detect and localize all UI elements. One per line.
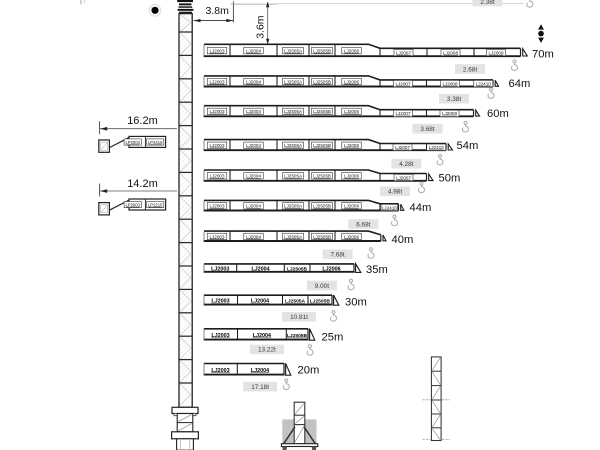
svg-text:LJ2003: LJ2003 — [209, 204, 225, 209]
svg-text:LJ2007: LJ2007 — [396, 175, 412, 180]
svg-text:70m: 70m — [532, 48, 554, 60]
svg-text:LJ2008: LJ2008 — [442, 81, 458, 86]
svg-text:LJ2003: LJ2003 — [211, 368, 229, 374]
svg-text:LJ2003: LJ2003 — [209, 109, 225, 114]
svg-text:LJ2003: LJ2003 — [209, 143, 225, 148]
svg-text:LP2003: LP2003 — [125, 140, 140, 145]
svg-text:LJ2004: LJ2004 — [246, 174, 262, 179]
svg-text:LJ2006: LJ2006 — [344, 109, 360, 114]
svg-text:LJ2007: LJ2007 — [395, 81, 411, 86]
svg-text:LJ2003: LJ2003 — [211, 267, 229, 273]
svg-text:30m: 30m — [345, 297, 367, 309]
svg-text:LJ2004: LJ2004 — [246, 79, 262, 84]
svg-text:LJ2006: LJ2006 — [322, 267, 340, 273]
svg-text:60m: 60m — [487, 108, 509, 120]
svg-text:LJ2004: LJ2004 — [246, 143, 262, 148]
svg-text:LJ2006: LJ2006 — [344, 143, 360, 148]
svg-text:6.68t: 6.68t — [356, 221, 370, 228]
svg-text:LJ2505A: LJ2505A — [284, 174, 303, 179]
svg-text:LJ2008: LJ2008 — [443, 50, 459, 55]
svg-text:LJ2006: LJ2006 — [344, 204, 360, 209]
svg-text:LJ2007: LJ2007 — [396, 50, 412, 55]
svg-text:LJ2004: LJ2004 — [246, 234, 262, 239]
svg-text:40m: 40m — [392, 234, 414, 246]
svg-text:LJ2006: LJ2006 — [344, 174, 360, 179]
svg-text:4.28t: 4.28t — [399, 161, 413, 168]
svg-text:LJ2003: LJ2003 — [209, 48, 225, 53]
svg-text:LJ2505A: LJ2505A — [284, 79, 303, 84]
svg-text:LJ2006: LJ2006 — [344, 48, 360, 53]
svg-text:44m: 44m — [410, 202, 432, 214]
svg-text:9.00t: 9.00t — [315, 283, 329, 290]
svg-text:LJ2505B: LJ2505B — [287, 333, 308, 339]
svg-text:LJ2008: LJ2008 — [442, 111, 458, 116]
svg-text:LJ2410: LJ2410 — [476, 81, 492, 86]
svg-text:2.68t: 2.68t — [463, 66, 477, 73]
svg-text:20m: 20m — [298, 365, 320, 377]
svg-text:LJ2505B: LJ2505B — [313, 204, 331, 209]
svg-text:LJ2007: LJ2007 — [395, 145, 411, 150]
svg-text:4.98t: 4.98t — [388, 189, 402, 196]
svg-text:LJ2505B: LJ2505B — [310, 299, 331, 305]
svg-text:LJ2505A: LJ2505A — [284, 204, 303, 209]
svg-text:LJ2003: LJ2003 — [211, 333, 229, 339]
svg-text:LJ2003: LJ2003 — [209, 174, 225, 179]
svg-text:16.2m: 16.2m — [127, 115, 158, 127]
svg-text:54m: 54m — [457, 140, 479, 152]
svg-text:LP2416: LP2416 — [148, 140, 163, 145]
svg-text:LJ2003: LJ2003 — [211, 299, 229, 305]
svg-text:LJ2505A: LJ2505A — [284, 109, 303, 114]
svg-text:64m: 64m — [509, 78, 531, 90]
svg-text:35m: 35m — [366, 264, 388, 276]
svg-text:LJ2004: LJ2004 — [251, 299, 269, 305]
svg-text:LJ2505B: LJ2505B — [313, 234, 331, 239]
svg-text:25m: 25m — [322, 332, 344, 344]
svg-text:LJ2004: LJ2004 — [246, 48, 262, 53]
svg-text:LJ2004: LJ2004 — [246, 204, 262, 209]
svg-text:LJ2009: LJ2009 — [488, 50, 504, 55]
svg-text:LJ2505B: LJ2505B — [313, 79, 331, 84]
svg-text:50m: 50m — [439, 172, 461, 184]
svg-text:LJ2004: LJ2004 — [253, 333, 271, 339]
svg-text:LJ2505A: LJ2505A — [284, 143, 303, 148]
svg-text:LJ2004: LJ2004 — [251, 368, 269, 374]
svg-text:LJ2003: LJ2003 — [209, 234, 225, 239]
svg-text:LJ2505B: LJ2505B — [313, 143, 331, 148]
svg-text:2.38t: 2.38t — [480, 0, 494, 6]
svg-text:3.38t: 3.38t — [447, 96, 461, 103]
svg-text:LJ2004: LJ2004 — [246, 109, 262, 114]
svg-text:LP2003: LP2003 — [125, 202, 140, 207]
svg-text:LJ2505A: LJ2505A — [285, 299, 306, 305]
svg-text:LJ2006: LJ2006 — [344, 234, 360, 239]
svg-text:LJ2003: LJ2003 — [209, 79, 225, 84]
svg-text:LJ2410: LJ2410 — [382, 205, 398, 210]
svg-text:3.8m: 3.8m — [206, 5, 230, 17]
svg-text:7.68t: 7.68t — [330, 252, 344, 259]
svg-text:LJ2505B: LJ2505B — [287, 267, 308, 273]
svg-text:LJ2007: LJ2007 — [395, 111, 411, 116]
svg-text:10.81t: 10.81t — [290, 314, 308, 321]
svg-text:LP2215: LP2215 — [148, 202, 163, 207]
svg-text:LJ2505B: LJ2505B — [313, 48, 331, 53]
svg-text:LJ2505A: LJ2505A — [284, 48, 303, 53]
svg-text:LJ2006: LJ2006 — [344, 79, 360, 84]
svg-text:LJ2505B: LJ2505B — [313, 174, 331, 179]
svg-text:3.68t: 3.68t — [420, 126, 434, 133]
svg-text:14.2m: 14.2m — [127, 178, 158, 190]
svg-text:LJ2505A: LJ2505A — [284, 234, 303, 239]
svg-text:LJ2410: LJ2410 — [429, 145, 445, 150]
svg-text:LJ2004: LJ2004 — [251, 267, 269, 273]
svg-text:3.6m: 3.6m — [255, 15, 267, 39]
svg-text:LJ2505B: LJ2505B — [313, 109, 331, 114]
svg-text:13.22t: 13.22t — [258, 347, 276, 354]
svg-text:17.18t: 17.18t — [251, 384, 269, 391]
